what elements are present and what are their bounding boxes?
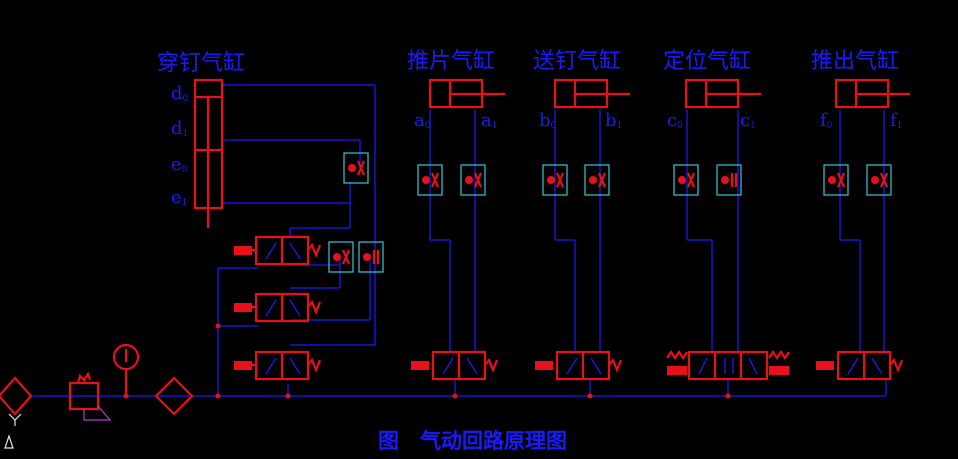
port-label: c0 (667, 110, 683, 131)
title-nail-piercing-cylinder: 穿钉气缸 (157, 51, 245, 76)
cylinder-titles: 穿钉气缸 推片气缸 送钉气缸 定位气缸 推出气缸 (157, 49, 899, 76)
port-label: e0 (171, 154, 188, 175)
port-label: f0 (820, 110, 833, 131)
push-piece-cylinder (428, 78, 505, 109)
left-directional-valves (234, 235, 322, 381)
port-label: f1 (890, 110, 902, 131)
air-supply-unit (0, 343, 194, 449)
port-labels: d0 d1 e0 e1 a0 a1 b0 b1 c0 c1 f0 f1 (171, 83, 902, 208)
pilot-valves (328, 152, 892, 273)
pipe-network (30, 84, 887, 397)
port-label: d1 (171, 118, 188, 139)
diagram-caption: 图 气动回路原理图 (378, 429, 567, 453)
right-directional-valves (411, 350, 904, 381)
push-out-cylinder (834, 78, 910, 109)
title-push-out-cylinder: 推出气缸 (811, 49, 899, 74)
port-label: b1 (605, 110, 622, 131)
positioning-cylinder (684, 78, 761, 109)
nail-piercing-cylinder (193, 78, 224, 228)
port-label: a0 (414, 110, 431, 131)
port-label: e1 (171, 187, 187, 208)
title-positioning-cylinder: 定位气缸 (663, 49, 751, 74)
port-label: c1 (740, 110, 756, 131)
title-push-piece-cylinder: 推片气缸 (407, 49, 495, 74)
port-label: d0 (171, 83, 189, 104)
port-label: b0 (539, 110, 557, 131)
port-label: a1 (481, 110, 497, 131)
junction-dots (123, 323, 731, 399)
title-nail-feed-cylinder: 送钉气缸 (533, 49, 621, 74)
nail-feed-cylinder (553, 78, 630, 109)
